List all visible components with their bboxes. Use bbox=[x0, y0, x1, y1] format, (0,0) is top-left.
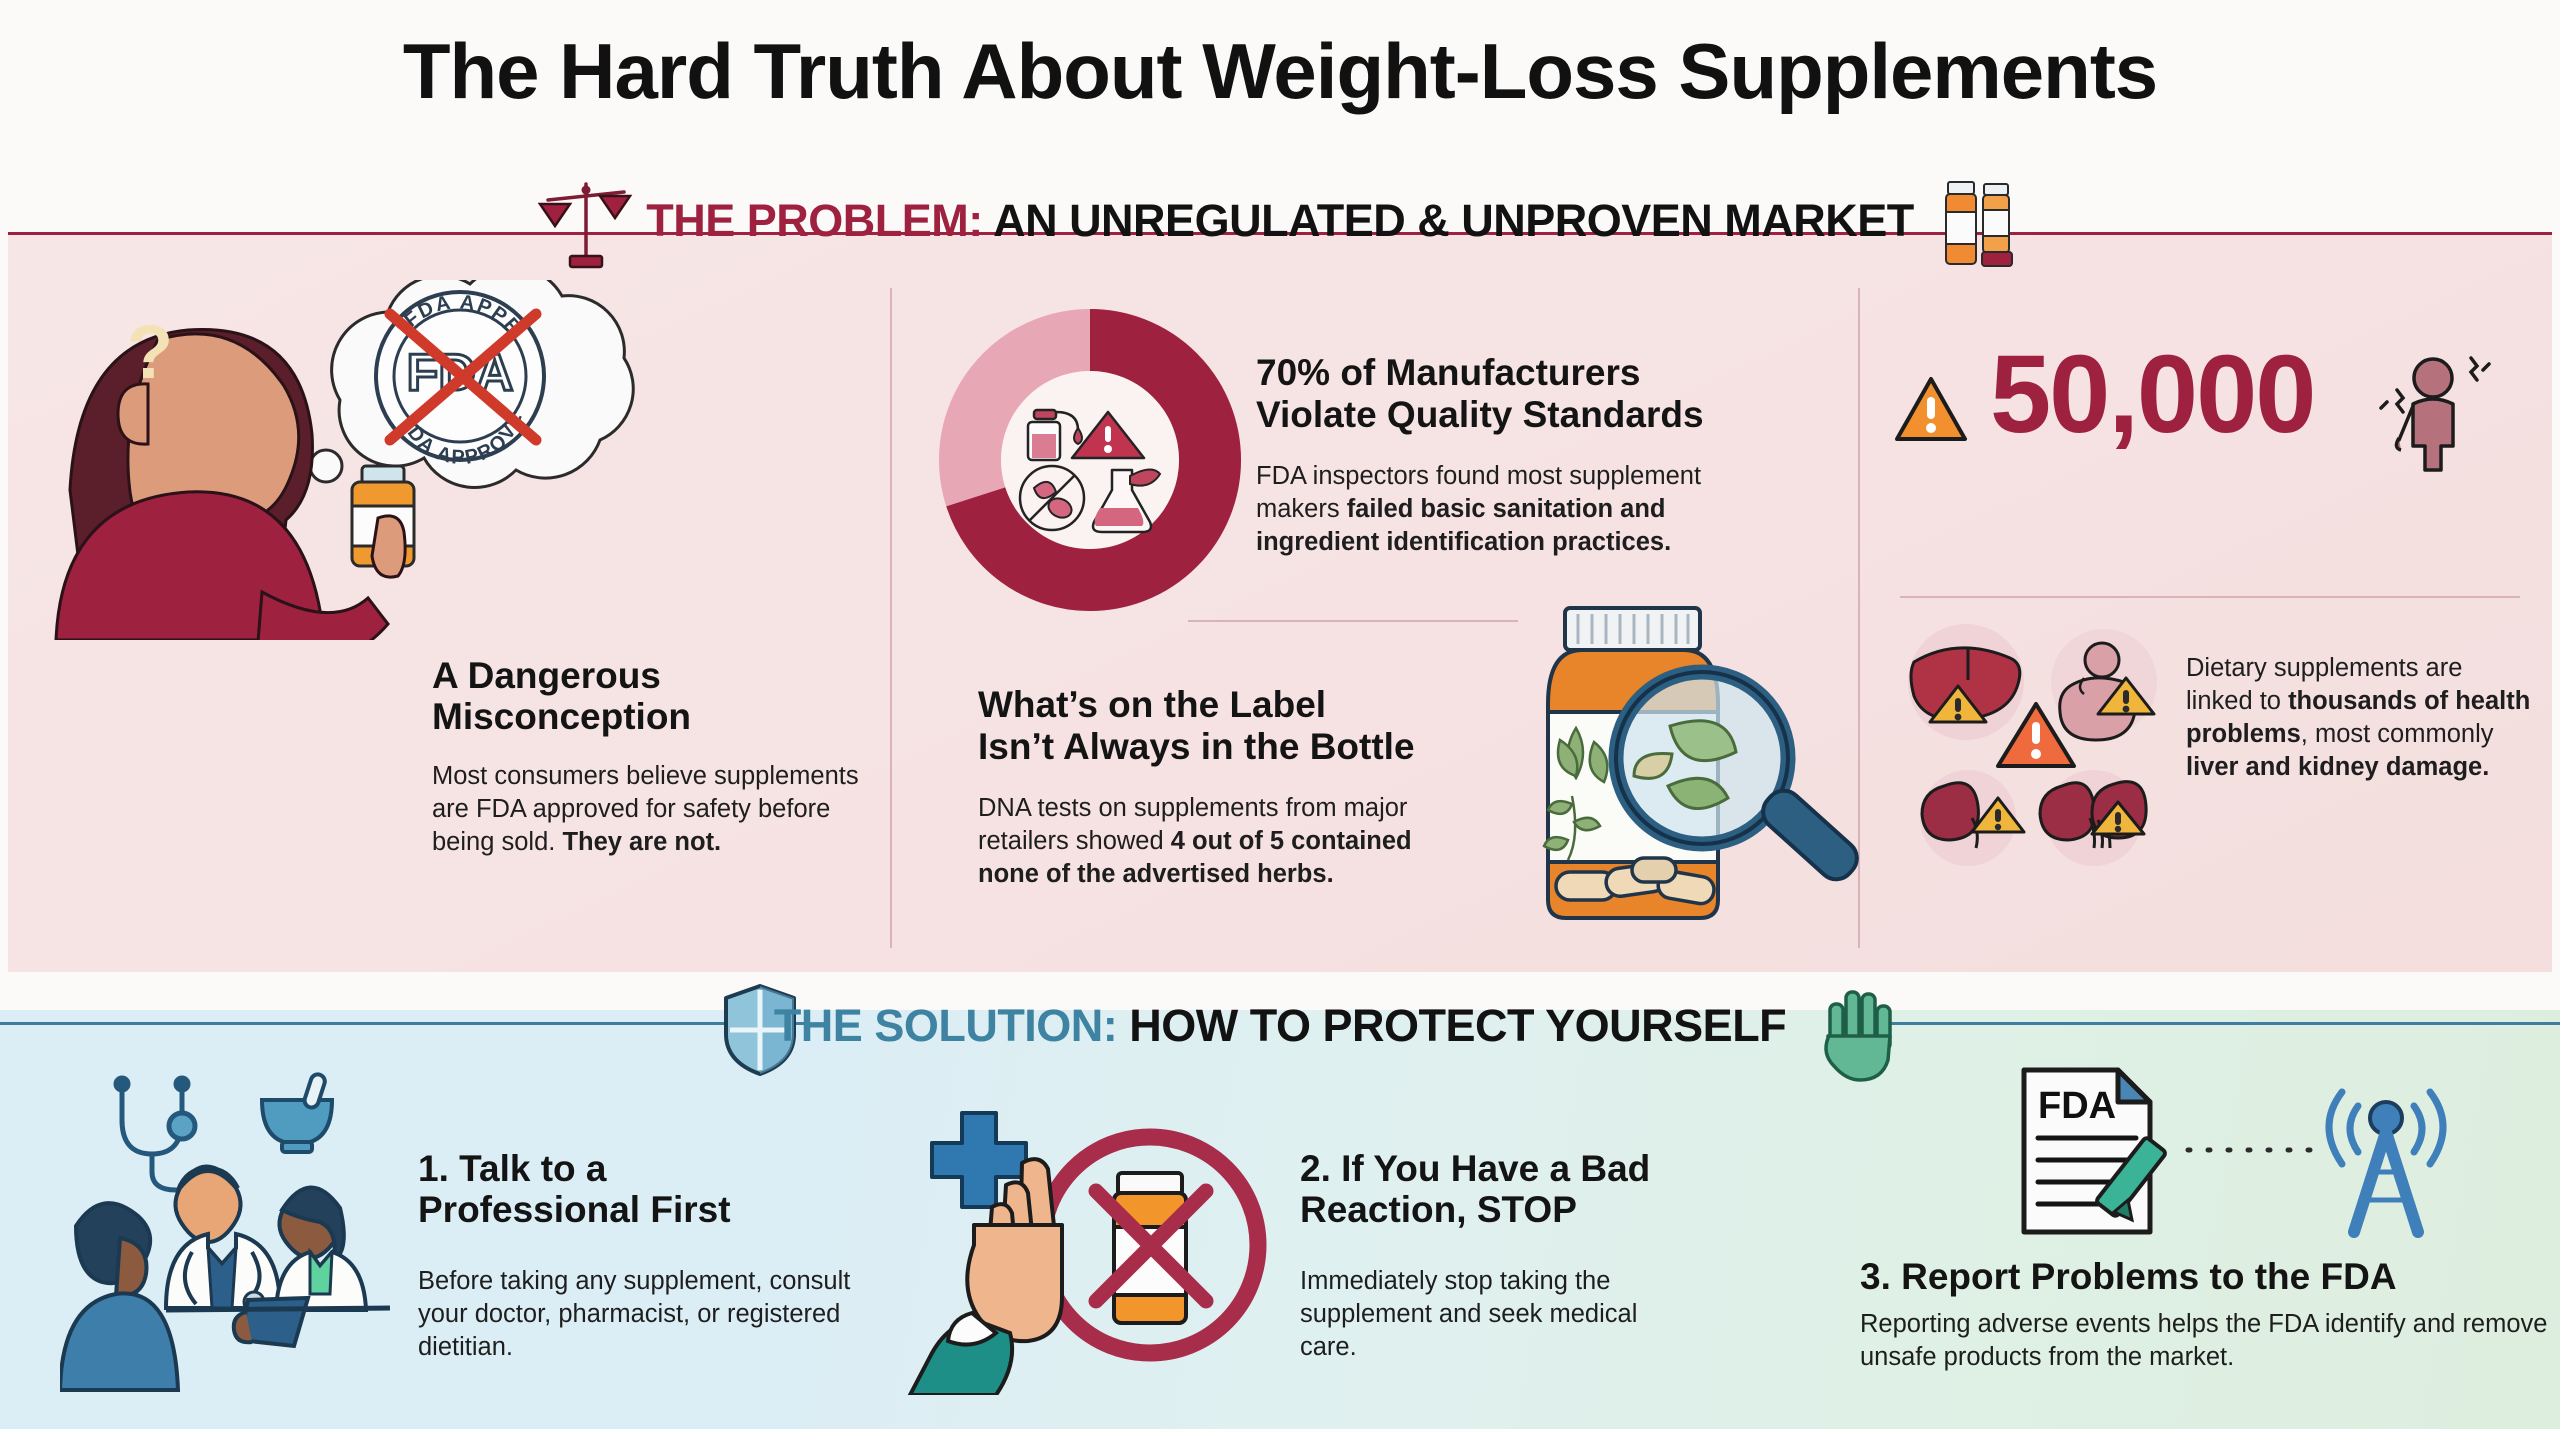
p3-body-bold: 4 out of 5 contained none of the adverti… bbox=[978, 827, 1412, 889]
stop-supplement-illustration bbox=[900, 1085, 1290, 1397]
warning-triangle-icon-center bbox=[1996, 702, 2076, 768]
step-heading-3: 3. Report Problems to the FDA bbox=[1860, 1256, 2397, 1297]
no-herbs-icon bbox=[1018, 464, 1086, 532]
spray-bottle-icon bbox=[1026, 408, 1083, 462]
solution-section-title: THE SOLUTION: HOW TO PROTECT YOURSELF bbox=[0, 1000, 2560, 1052]
consultation-illustration bbox=[57, 1060, 400, 1400]
warning-badge bbox=[1970, 796, 2026, 834]
warning-badge bbox=[2090, 800, 2146, 836]
warning-badge bbox=[1928, 684, 1988, 724]
step-body-3: Reporting adverse events helps the FDA i… bbox=[1860, 1310, 2548, 1372]
person-in-pain-icon bbox=[2375, 352, 2495, 477]
solution-title-rest: HOW TO PROTECT YOURSELF bbox=[1117, 1000, 1787, 1051]
card-heading-misconception: A Dangerous Misconception bbox=[432, 655, 692, 738]
shield-icon bbox=[722, 982, 798, 1083]
warning-badge bbox=[2096, 676, 2156, 716]
p4-plain-1: Dietary supplements are linked to bbox=[2186, 654, 2463, 716]
fda-report-illustration: FDA bbox=[2010, 1060, 2460, 1250]
card-body-health-problems: Dietary supplements are linked to thousa… bbox=[2186, 652, 2531, 785]
problem-rule-left bbox=[8, 232, 528, 235]
broadcast-tower-icon bbox=[2325, 1088, 2447, 1168]
problem-divider-2 bbox=[1858, 288, 1860, 948]
p3-body-plain: DNA tests on supplements from major reta… bbox=[978, 794, 1408, 856]
p1-body-plain: Most consumers believe supplements are F… bbox=[432, 762, 859, 857]
step-heading-2: 2. If You Have a Bad Reaction, STOP bbox=[1300, 1148, 1651, 1231]
step-body-1: Before taking any supplement, consult yo… bbox=[418, 1267, 851, 1362]
card-heading-label: What’s on the Label Isn’t Always in the … bbox=[978, 684, 1415, 768]
card-body-label: DNA tests on supplements from major reta… bbox=[978, 792, 1478, 891]
problem-divider-1 bbox=[890, 288, 892, 948]
card-heading-quality: 70% of Manufacturers Violate Quality Sta… bbox=[1256, 352, 1704, 436]
magnifier-lens-contents bbox=[1632, 719, 1738, 811]
pencil-icon bbox=[2095, 1136, 2167, 1223]
problem-section-title: THE PROBLEM: AN UNREGULATED & UNPROVEN M… bbox=[0, 195, 2560, 247]
organ-damage-badges-illustration bbox=[1898, 620, 2178, 900]
quality-violation-donut-chart bbox=[930, 300, 1250, 620]
warning-triangle-icon bbox=[1070, 410, 1146, 460]
page-title: The Hard Truth About Weight-Loss Supplem… bbox=[402, 27, 2158, 115]
woman-figure: ? bbox=[54, 310, 416, 661]
solution-rule-right bbox=[1840, 1022, 2560, 1025]
solution-title-tag: THE SOLUTION: bbox=[773, 1000, 1118, 1051]
p4-bold-2: liver and kidney damage. bbox=[2186, 753, 2490, 782]
woman-with-question-mark-illustration: FDA APPROVED DA APPROVED FDA ? bbox=[21, 263, 880, 661]
p2-body-plain: FDA inspectors found most supplement mak… bbox=[1256, 462, 1702, 524]
scales-of-justice-icon bbox=[536, 178, 636, 279]
step-body-2: Immediately stop taking the supplement a… bbox=[1300, 1267, 1638, 1362]
pill-bottle-magnifier-illustration bbox=[1520, 600, 1880, 950]
pill-bottles-icon bbox=[1938, 176, 2028, 277]
mortar-pestle-icon bbox=[259, 1072, 335, 1154]
lab-flask-icon bbox=[1091, 468, 1162, 534]
problem-divider-3 bbox=[1188, 620, 1518, 622]
p4-bold-1: thousands of health problems bbox=[2186, 687, 2531, 749]
fda-form-label: FDA bbox=[2038, 1085, 2116, 1127]
solution-rule-left bbox=[0, 1022, 810, 1025]
problem-title-tag: THE PROBLEM: bbox=[646, 195, 983, 246]
p2-body-bold: failed basic sanitation and ingredient i… bbox=[1256, 495, 1672, 557]
adverse-events-count: 50,000 bbox=[1990, 333, 2316, 456]
warning-triangle-icon-large bbox=[1893, 375, 1969, 450]
step-heading-1: 1. Talk to a Professional First bbox=[418, 1148, 731, 1231]
problem-rule-right bbox=[2028, 232, 2552, 235]
card-body-misconception: Most consumers believe supplements are F… bbox=[432, 760, 872, 859]
svg-text:?: ? bbox=[127, 310, 173, 395]
stop-hand-icon bbox=[1818, 984, 1898, 1087]
problem-divider-4 bbox=[1900, 596, 2520, 598]
problem-title-rest: AN UNREGULATED & UNPROVEN MARKET bbox=[982, 195, 1914, 246]
card-body-quality: FDA inspectors found most supplement mak… bbox=[1256, 460, 1756, 559]
p4-plain-2: , most commonly bbox=[2300, 720, 2494, 749]
p1-body-bold: They are not. bbox=[562, 828, 722, 857]
